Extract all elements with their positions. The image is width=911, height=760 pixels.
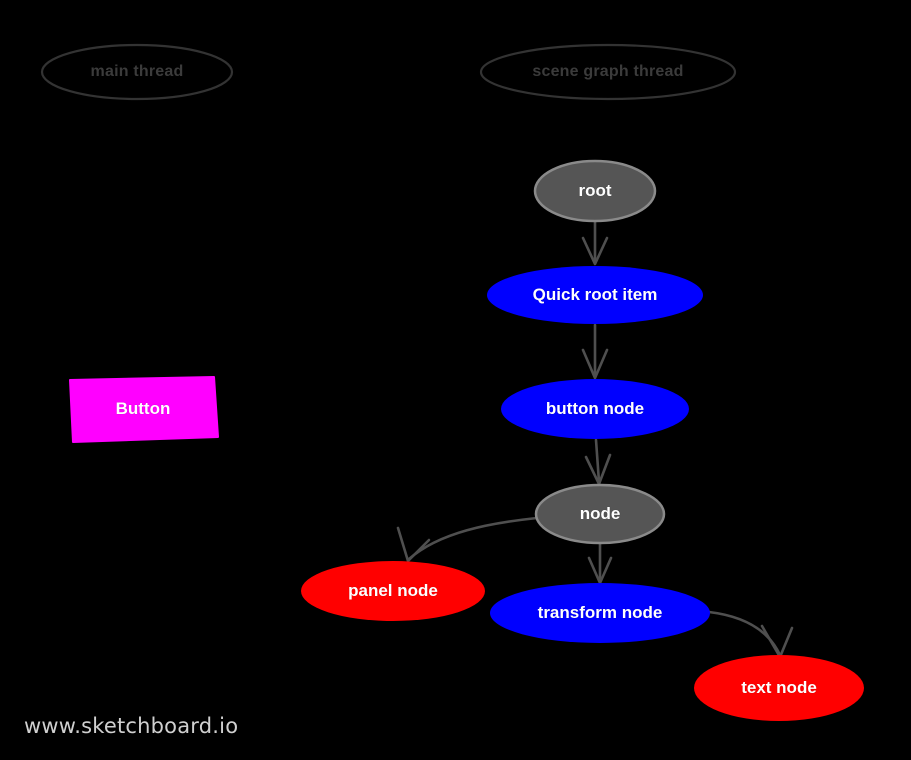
swimlane-main-thread[interactable]: [40, 43, 234, 101]
node-panel-node[interactable]: [301, 561, 485, 621]
edge-quick-root-item-to-button-node[interactable]: [581, 323, 609, 380]
edge-root-to-quick-root-item[interactable]: [581, 220, 609, 266]
node-root[interactable]: [533, 159, 657, 223]
node-button-node[interactable]: [501, 379, 689, 439]
node-text-node[interactable]: [694, 655, 864, 721]
node-transform-node[interactable]: [490, 583, 710, 643]
node-button-rect[interactable]: [69, 376, 219, 443]
swimlane-scene-graph-thread[interactable]: [479, 43, 737, 101]
node-node[interactable]: [534, 483, 666, 545]
node-quick-root-item[interactable]: [487, 266, 703, 324]
watermark: www.sketchboard.io: [24, 714, 239, 738]
edge-node-to-panel-node[interactable]: [396, 516, 539, 563]
